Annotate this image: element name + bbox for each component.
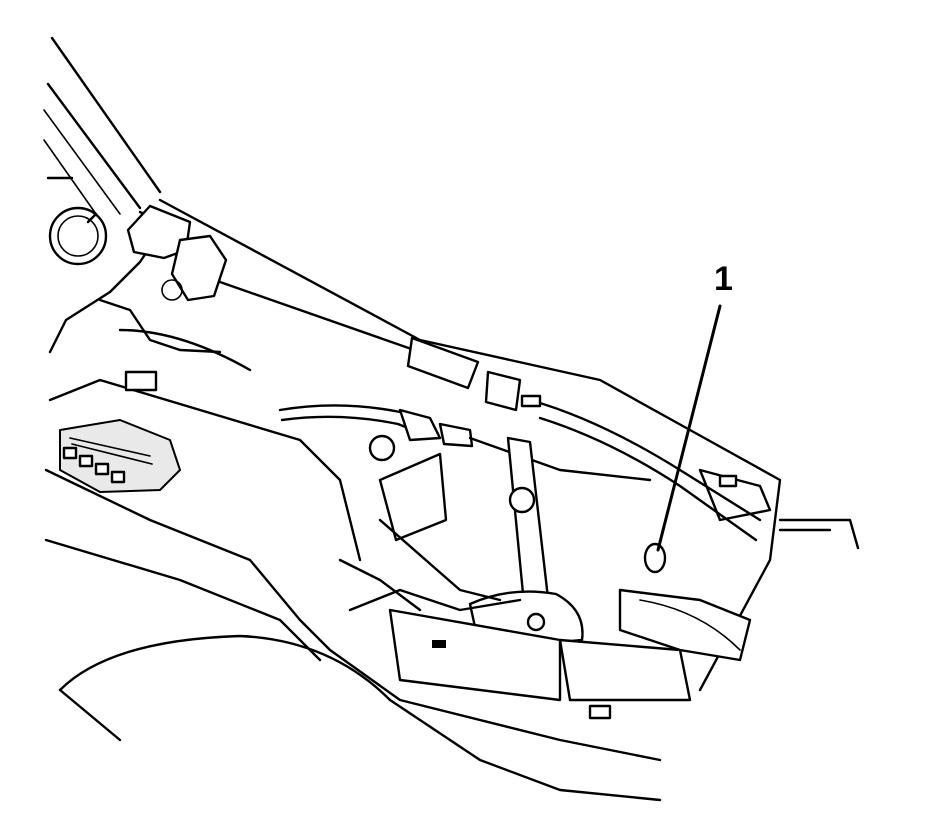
callout-1-label: 1 xyxy=(714,260,733,298)
left-storage-bin xyxy=(59,419,181,493)
round-knob xyxy=(48,206,108,266)
right-detent-rail xyxy=(528,398,860,662)
callout-1-leader xyxy=(656,304,722,552)
shifter-base xyxy=(338,518,692,720)
upper-mount-tab xyxy=(406,336,542,412)
shift-cable xyxy=(278,404,652,482)
upper-bracket xyxy=(98,204,252,392)
shift-lever-stalk xyxy=(368,434,550,606)
instrument-panel-edge xyxy=(43,36,162,215)
